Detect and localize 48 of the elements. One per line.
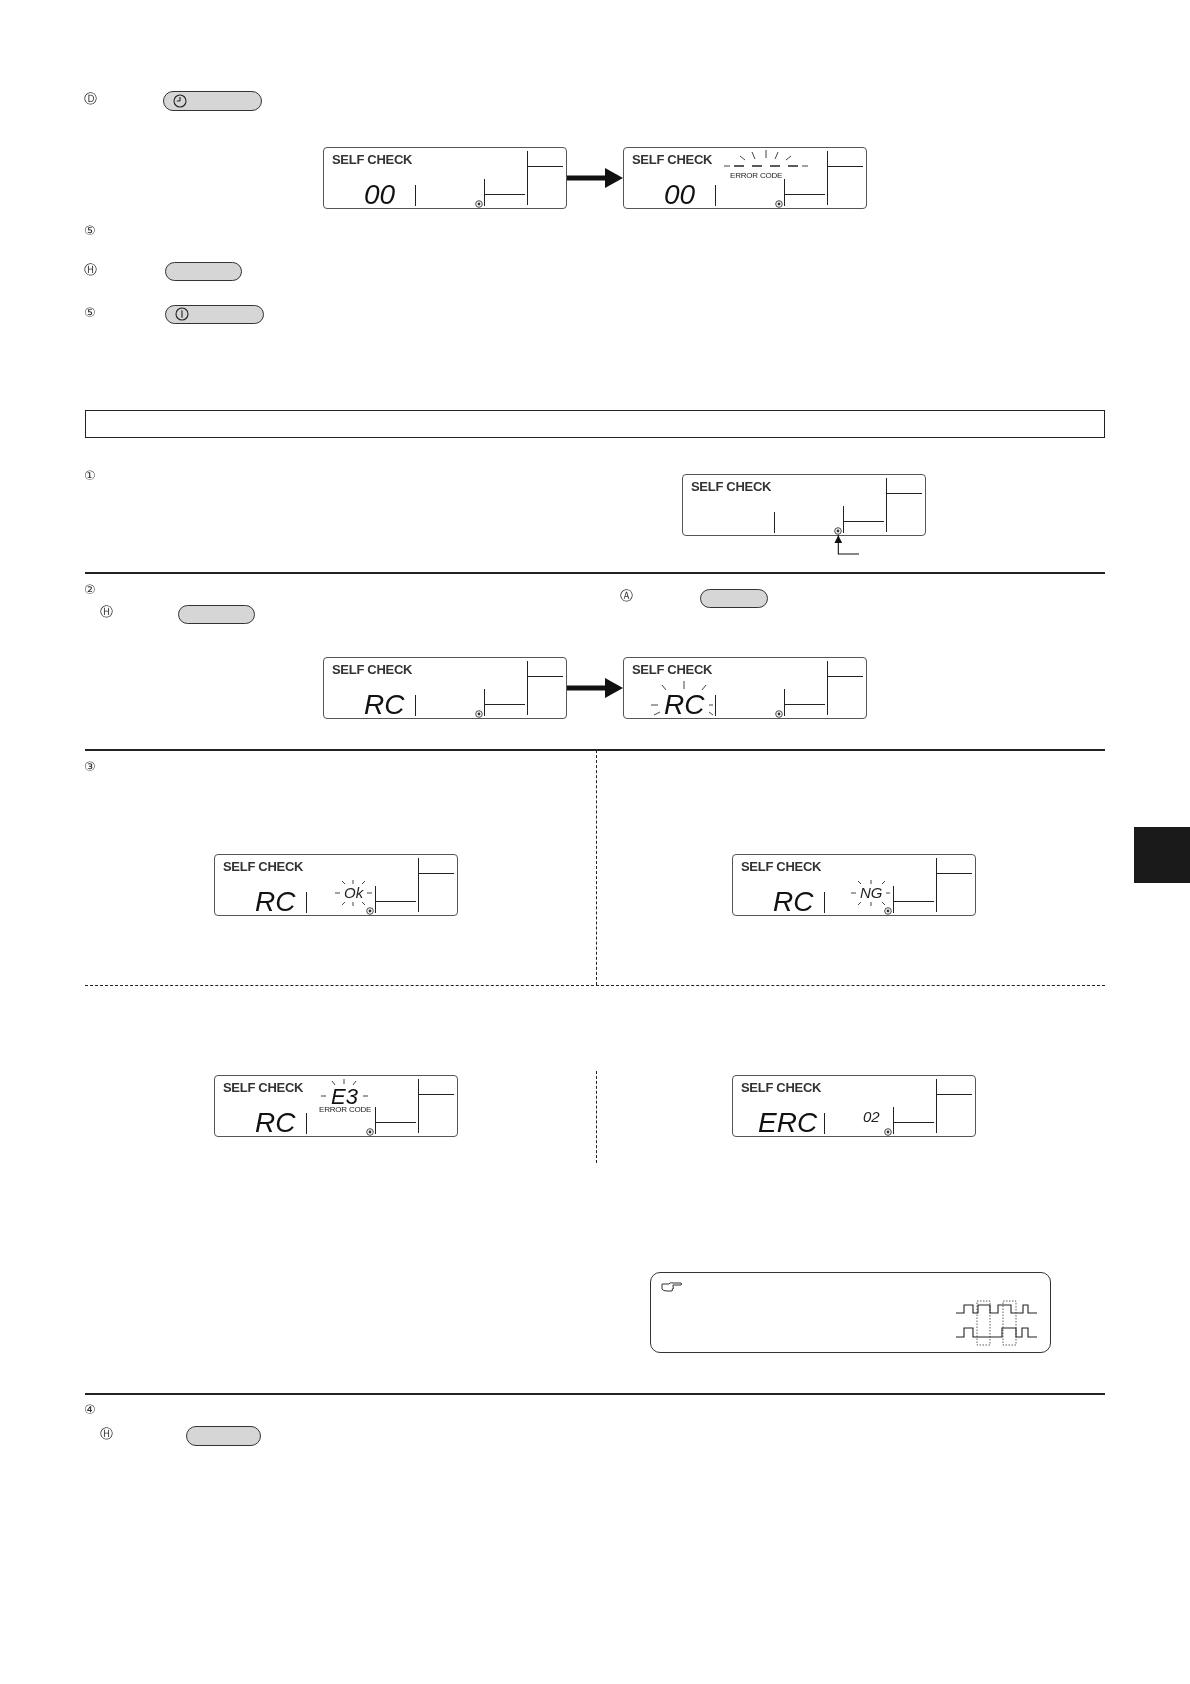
display-label: SELF CHECK	[741, 1081, 822, 1094]
lcd-display	[323, 147, 567, 209]
lcd-display	[682, 474, 926, 536]
step-marker: ④	[84, 1403, 96, 1416]
display-label: SELF CHECK	[691, 480, 772, 493]
display-caption: ERROR CODE	[319, 1106, 372, 1114]
display-caption: ERROR CODE	[730, 172, 783, 180]
circled-dot-icon	[834, 527, 842, 535]
leader-arrow	[834, 534, 860, 555]
step-marker: Ⓗ	[100, 1427, 113, 1440]
lcd-display	[214, 854, 458, 916]
lcd-display	[323, 657, 567, 719]
display-label: SELF CHECK	[332, 663, 413, 676]
display-digits: RC	[255, 1112, 296, 1134]
display-label: SELF CHECK	[632, 663, 713, 676]
arrow	[567, 168, 623, 188]
display-label: SELF CHECK	[741, 860, 822, 873]
display-digits: RC	[664, 694, 705, 716]
display-code: Ok	[344, 887, 364, 899]
arrow	[567, 678, 623, 698]
step-marker: ⑤	[84, 306, 96, 319]
step-marker: Ⓗ	[84, 263, 97, 276]
lcd-display	[732, 1075, 976, 1137]
display-digits: ERC	[758, 1112, 818, 1134]
step-marker: ③	[84, 760, 96, 773]
display-code: NG	[860, 887, 883, 899]
step-marker: ②	[84, 583, 96, 596]
display-label: SELF CHECK	[223, 860, 304, 873]
step-marker: Ⓓ	[84, 92, 97, 105]
display-digits: RC	[255, 891, 296, 913]
lcd-display	[623, 147, 867, 209]
lcd-display	[623, 657, 867, 719]
display-digits: RC	[364, 694, 405, 716]
display-label: SELF CHECK	[223, 1081, 304, 1094]
display-digits: 00	[364, 184, 396, 206]
lcd-display	[214, 1075, 458, 1137]
step-marker: ⑤	[84, 224, 96, 237]
display-digits: 00	[664, 184, 696, 206]
step-marker: Ⓗ	[100, 605, 113, 618]
title-bar	[85, 410, 1105, 438]
step-marker: Ⓐ	[620, 589, 633, 602]
display-code: E3	[331, 1088, 358, 1106]
display-label: SELF CHECK	[332, 153, 413, 166]
step-marker: ①	[84, 469, 96, 482]
display-code: 02	[863, 1111, 880, 1123]
display-label: SELF CHECK	[632, 153, 713, 166]
display-digits: RC	[773, 891, 814, 913]
lcd-display	[732, 854, 976, 916]
